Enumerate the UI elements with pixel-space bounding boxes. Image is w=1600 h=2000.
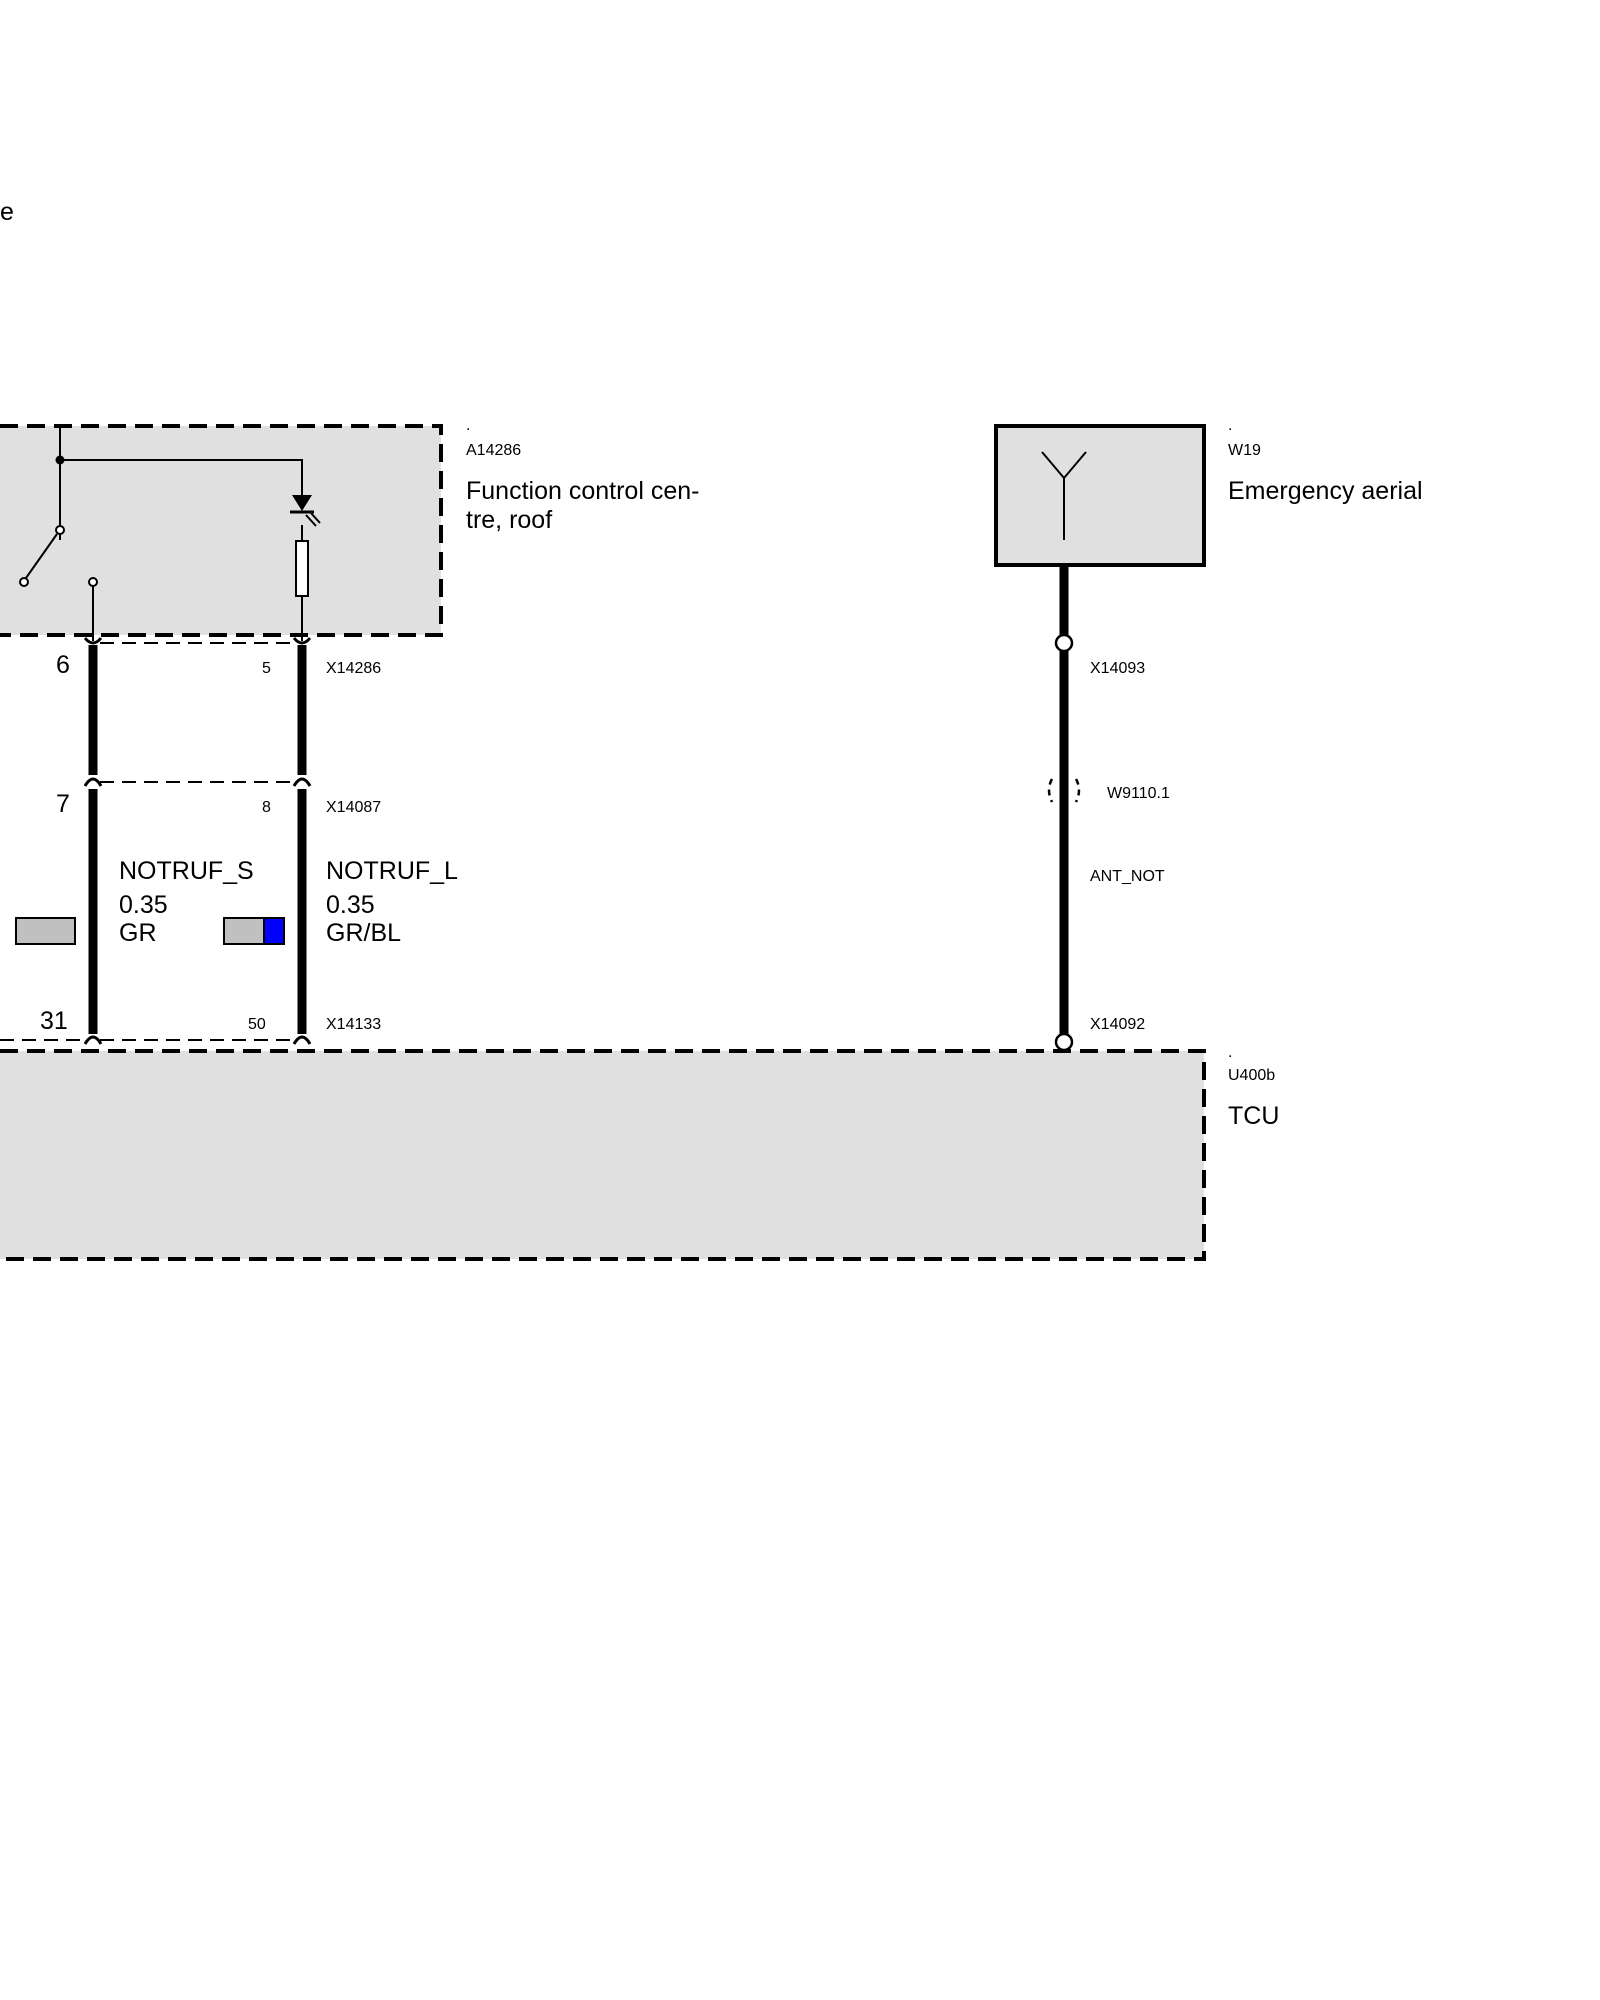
component-id: U400b: [1228, 1067, 1275, 1084]
connector-id: W9110.1: [1107, 785, 1170, 802]
connector-x14092-pin: [1054, 1032, 1074, 1052]
connector-id: X14133: [326, 1016, 381, 1033]
connector-x14093-pin: [1054, 633, 1074, 653]
antenna-icon: [1041, 451, 1087, 540]
switch-icon: [19, 525, 98, 641]
pin-number: 6: [56, 651, 70, 679]
component-name: Emergency aerial: [1228, 477, 1423, 505]
cut-off-text: e: [0, 198, 14, 226]
connector-id: X14286: [326, 660, 381, 677]
pin-number: 7: [56, 790, 70, 818]
connector-id: X14087: [326, 799, 381, 816]
wire-signal: NOTRUF_L: [326, 857, 458, 885]
wire-color-swatch-gr: [15, 917, 76, 945]
component-id: W19: [1228, 442, 1261, 459]
shield-icon: [1047, 778, 1081, 803]
wire-gauge: 0.35: [326, 891, 375, 919]
pin-number: 8: [262, 799, 271, 816]
component-dot: .: [466, 417, 470, 434]
connector-id: X14093: [1090, 660, 1145, 677]
component-dot: .: [1228, 1044, 1232, 1061]
pin-number: 50: [248, 1016, 266, 1033]
wire-color-code: GR/BL: [326, 919, 401, 947]
pin-number: 31: [40, 1007, 68, 1035]
component-name: Function control cen-: [466, 477, 699, 505]
wire-signal: ANT_NOT: [1090, 868, 1165, 885]
component-id: A14286: [466, 442, 521, 459]
resistor-icon: [295, 540, 309, 597]
led-icon: [290, 495, 321, 527]
emergency-aerial-box: [994, 424, 1206, 567]
component-dot: .: [1228, 417, 1232, 434]
component-name: TCU: [1228, 1102, 1279, 1130]
connector-id: X14092: [1090, 1016, 1145, 1033]
component-name: tre, roof: [466, 506, 552, 534]
pin-number: 5: [262, 660, 271, 677]
function-control-centre-box: [0, 424, 443, 641]
wire-signal: NOTRUF_S: [119, 857, 254, 885]
wire-color-swatch-gr-bl: [223, 917, 285, 945]
wire-gauge: 0.35: [119, 891, 168, 919]
connector-pins: [83, 637, 312, 1045]
wire-ant-not: [1047, 565, 1081, 1052]
wire-color-code: GR: [119, 919, 157, 947]
tcu-box: [0, 1049, 1206, 1261]
